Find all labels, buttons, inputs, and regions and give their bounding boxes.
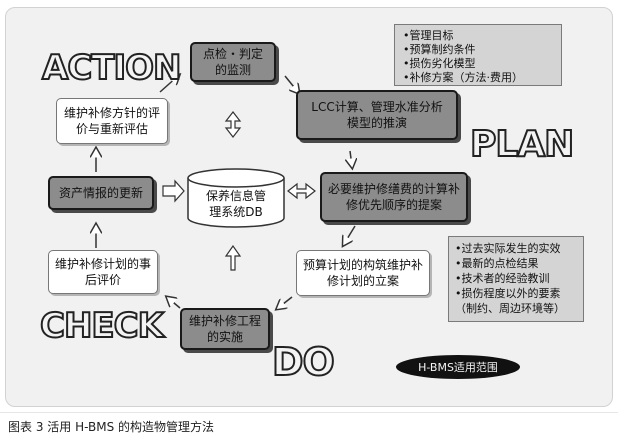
info-top-item: •管理目标 (403, 29, 454, 42)
box-plan-build: 预算计划的构筑维护补修计划的立案 (296, 250, 430, 296)
label-action: ACTION (41, 47, 182, 89)
legend-oval: H-BMS适用范围 (396, 355, 520, 379)
arrow-plan-db (224, 244, 242, 271)
box-policy: 维护补修方针的评价与重新评估 (56, 98, 168, 144)
info-top-item: •损伤劣化模型 (403, 57, 476, 70)
info-right: •过去实际发生的实效 •最新的点检结果 •技术者的经验教训 •损伤程度以外的要素… (448, 236, 584, 322)
arrow-inspect-lcc (284, 75, 298, 92)
info-right-item: •损伤程度以外的要素 (455, 287, 561, 300)
box-post-eval: 维护补修计划的事后评价 (48, 250, 158, 294)
figure-caption: 图表 3 活用 H-BMS 的构造物管理方法 (8, 420, 215, 434)
label-plan: PLAN (469, 123, 575, 166)
label-do: DO (271, 339, 336, 385)
arrow-db-inspect (224, 111, 242, 138)
arrow-lcc-budget (350, 150, 352, 166)
box-execute: 维护补修工程的实施 (180, 308, 270, 350)
box-inspect: 点检・判定的监测 (190, 42, 276, 82)
info-right-item: （制约、周边环境等） (455, 302, 565, 315)
info-right-item: •技术者的经验教训 (455, 272, 550, 285)
box-asset-update: 资产情报的更新 (48, 176, 154, 210)
info-top: •管理目标 •预算制约条件 •损伤劣化模型 •补修方案（方法·费用） (394, 24, 562, 86)
db-label: 保养信息管理系统DB (205, 189, 266, 219)
arrow-budget-plan (344, 225, 356, 244)
arrow-plan-execute (278, 296, 293, 308)
arrow-asset-db (162, 179, 185, 203)
db-cylinder (187, 168, 285, 228)
divider (0, 412, 618, 413)
label-check: CHECK (39, 305, 165, 347)
box-budget-calc: 必要维护修缮费的计算补修优先顺序的提案 (320, 172, 468, 222)
info-right-item: •最新的点检结果 (455, 257, 539, 270)
box-lcc: LCC计算、管理水准分析模型的推演 (296, 90, 458, 140)
arrow-policy-inspect (159, 76, 178, 93)
arrow-execute-post (168, 298, 181, 309)
info-right-item: •过去实际发生的实效 (455, 242, 561, 255)
info-top-item: •预算制约条件 (403, 43, 476, 56)
arrow-db-budget (287, 182, 316, 200)
info-top-item: •补修方案（方法·费用） (403, 71, 523, 84)
